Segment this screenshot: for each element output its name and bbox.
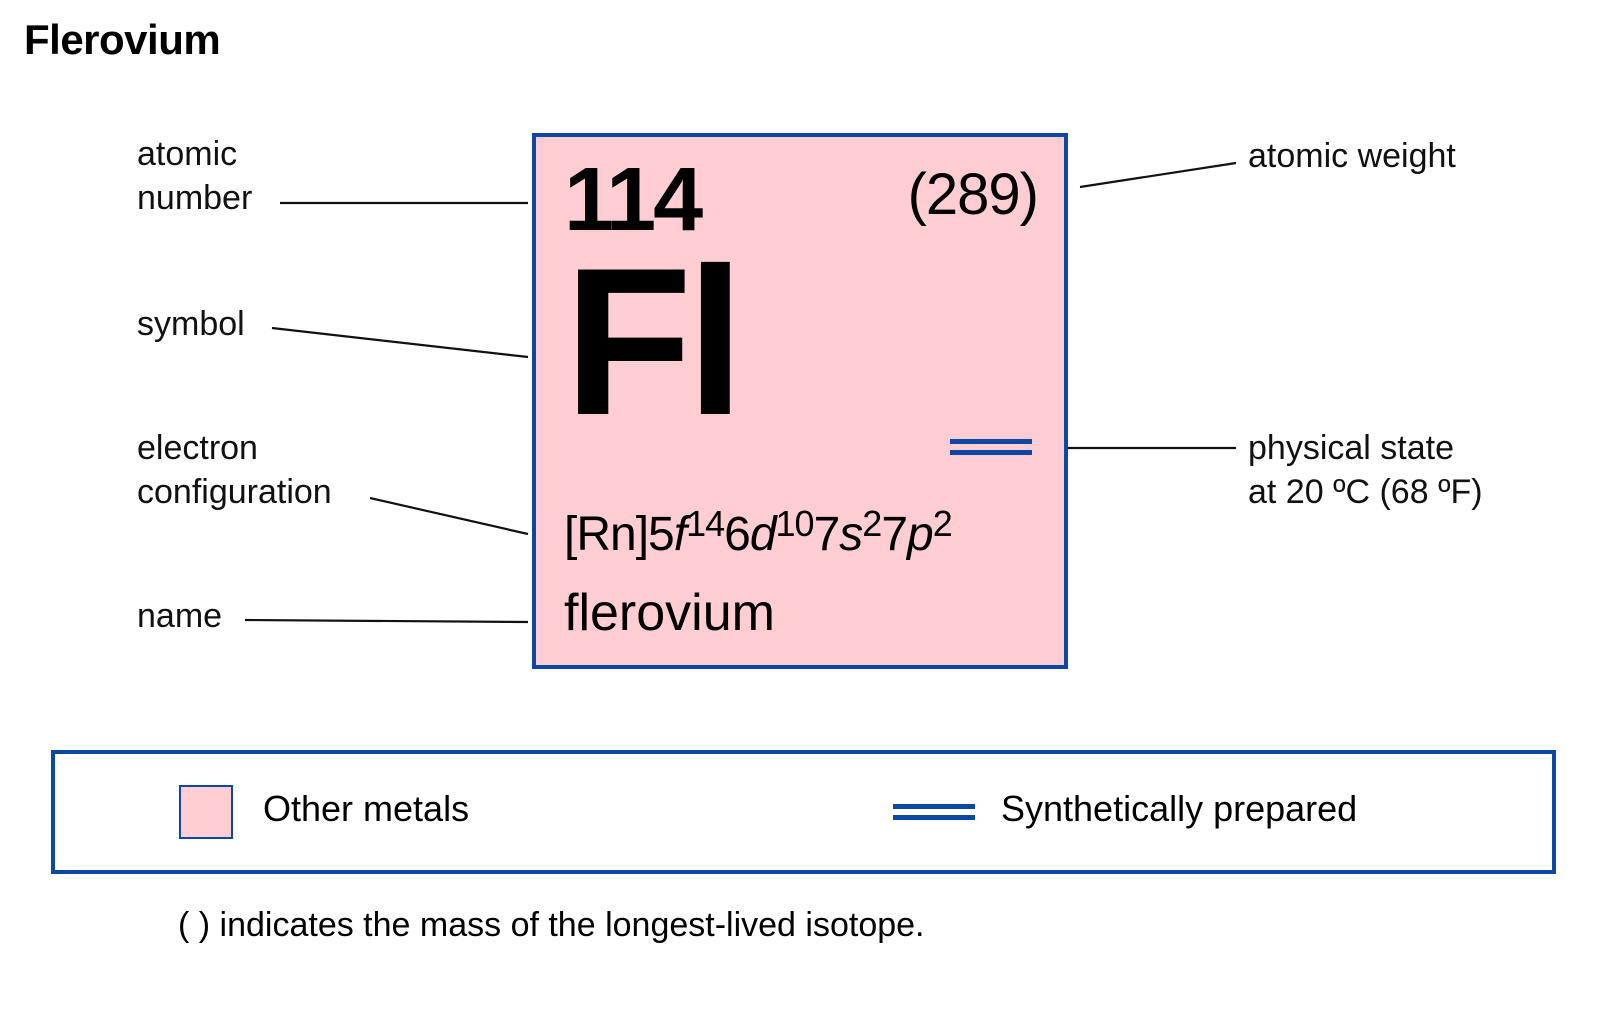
name-label: name (137, 597, 223, 635)
name-leader (244, 618, 529, 624)
econf-core: [Rn] (564, 508, 649, 561)
legend-box: Other metals Synthetically prepared (51, 750, 1556, 874)
page-title: Flerovium (24, 16, 221, 63)
atomic-number-label: atomic number (137, 135, 253, 217)
atomic-weight: (289) (907, 162, 1039, 227)
econf-orbital: 5f14 (648, 503, 725, 562)
econf-orbital: 7p2 (881, 503, 952, 562)
econf-orbital: 7s2 (813, 503, 883, 562)
double-line-icon (893, 804, 975, 824)
symbol-leader (271, 326, 529, 359)
legend-category-label: Other metals (263, 788, 470, 829)
electron-configuration: [Rn]5f146d107s27p2 (564, 503, 953, 562)
legend-state-label: Synthetically prepared (1001, 788, 1358, 829)
element-symbol: Fl (564, 224, 745, 459)
physical-state-label: physical state at 20 ºC (68 ºF) (1248, 429, 1483, 511)
other-metals-swatch (179, 785, 233, 839)
atomic-weight-label: atomic weight (1248, 137, 1456, 175)
econf-orbital: 6d10 (724, 503, 814, 562)
electron-configuration-leader (369, 496, 529, 536)
atomic-weight-leader (1079, 161, 1237, 189)
element-tile: 114 (289) Fl [Rn]5f146d107s27p2 fleroviu… (532, 133, 1068, 669)
electron-configuration-label: electron configuration (137, 429, 332, 511)
symbol-label: symbol (137, 305, 245, 343)
atomic-number: 114 (564, 150, 703, 250)
double-line-icon (950, 439, 1032, 459)
element-name: flerovium (564, 584, 775, 642)
footnote: ( ) indicates the mass of the longest-li… (178, 906, 925, 944)
